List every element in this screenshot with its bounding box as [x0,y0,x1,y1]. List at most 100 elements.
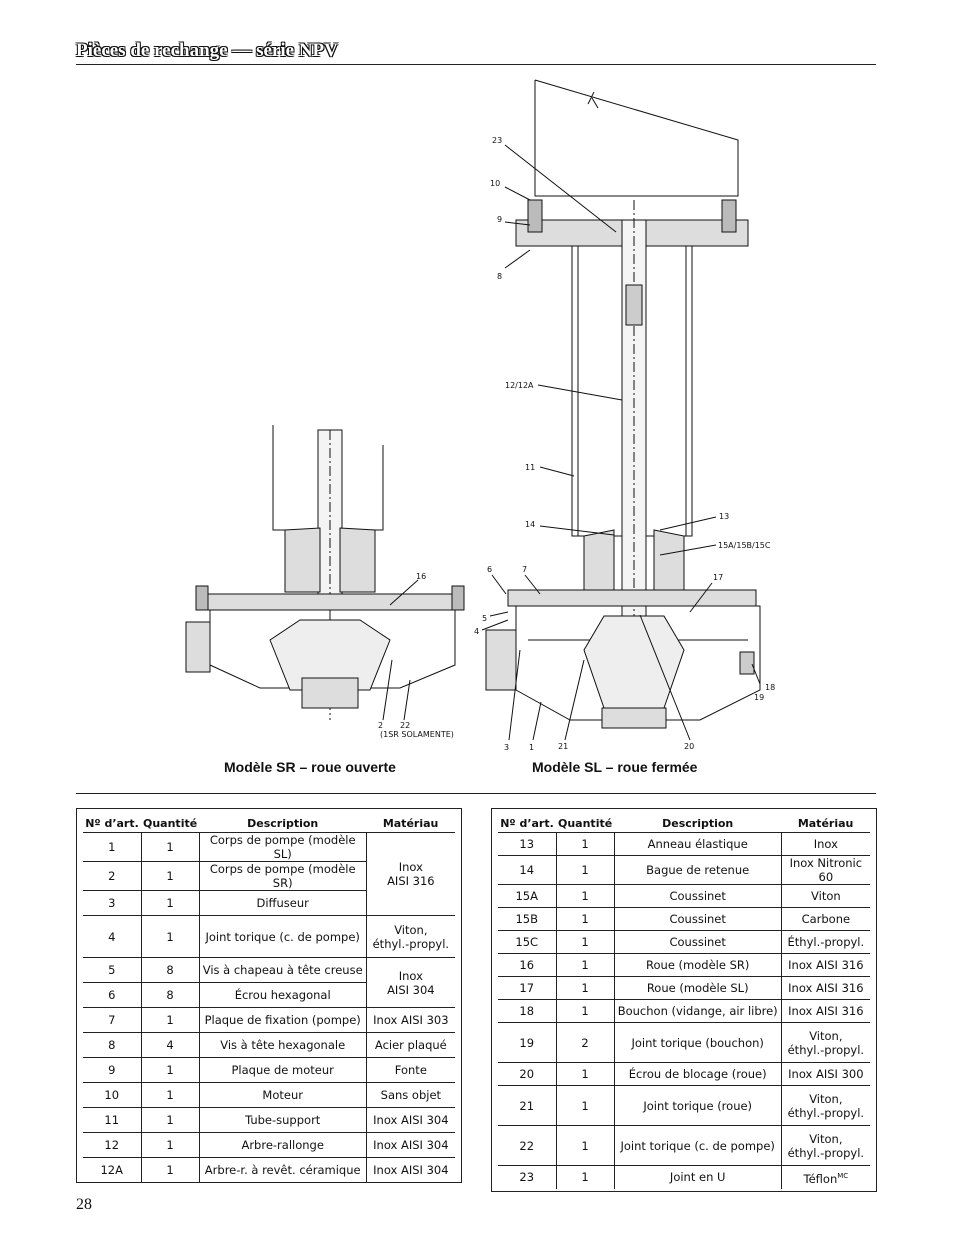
sl-bolt-right [721,199,737,233]
cell-no: 21 [498,1085,557,1126]
cell-no: 1 [83,832,142,862]
callout-6: 6 [487,565,492,574]
cell-qty: 1 [140,1057,200,1083]
callout-14: 14 [525,520,535,529]
table-row: 14 1 Bague de retenue Inox Nitronic 60 [498,855,870,885]
cell-desc: Plaque de moteur [198,1057,367,1083]
col-header-desc: Description [199,815,367,833]
cell-qty: 8 [140,982,200,1008]
cell-mat: Inox AISI 316 [780,953,870,977]
cell-no: 2 [83,861,142,891]
cell-no: 4 [83,915,142,958]
cell-qty: 1 [140,861,200,891]
cell-desc: Bague de retenue [613,855,782,885]
page-number: 28 [76,1196,92,1213]
cell-no: 11 [83,1107,142,1133]
caption-sr: Modèle SR – roue ouverte [224,759,396,775]
cell-desc: Roue (modèle SL) [613,976,782,1000]
parts-table-left: Nº d’art. Quantité Description Matériau … [83,815,455,1183]
table-row: 15B 1 Coussinet Carbone [498,907,870,931]
cell-no: 6 [83,982,142,1008]
callout-7: 7 [522,565,527,574]
callout-16: 16 [416,572,426,581]
cell-mat: Inox AISI 304 [365,1132,455,1158]
sl-motor-outline [534,79,739,197]
cell-mat: Inox AISI 303 [365,1007,455,1033]
table-row: 12 1 Arbre-rallonge Inox AISI 304 [83,1132,455,1158]
cell-no: 15C [498,930,557,954]
col-header-no: Nº d’art. [498,815,556,833]
header-rule [76,64,876,65]
cell-qty: 1 [140,890,200,916]
table-row: 12A 1 Arbre-r. à revêt. céramique Inox A… [83,1157,455,1183]
cell-qty: 4 [140,1032,200,1058]
cell-mat: Fonte [365,1057,455,1083]
callout-12: 12/12A [505,381,534,390]
table-row: 13 1 Anneau élastique Inox [498,832,870,856]
cell-desc: Arbre-rallonge [198,1132,367,1158]
cell-desc: Anneau élastique [613,832,782,856]
cell-desc: Écrou de blocage (roue) [613,1062,782,1086]
cell-desc: Joint torique (bouchon) [613,1022,782,1063]
cell-no: 7 [83,1007,142,1033]
cell-desc: Joint torique (roue) [613,1085,782,1126]
table-row: 5 8 Vis à chapeau à tête creuse Inox AIS… [83,957,455,1008]
cell-mat-line: éthyl.-propyl. [787,1145,865,1160]
cell-no: 23 [498,1165,557,1189]
table-row: 17 1 Roue (modèle SL) Inox AISI 316 [498,976,870,1000]
cell-mat-line: Inox [398,860,423,874]
cell-mat-line: Inox [398,968,423,983]
cell-qty: 1 [140,1107,200,1133]
cell-qty: 1 [555,953,615,977]
cell-no: 18 [498,999,557,1023]
cell-desc: Joint torique (c. de pompe) [198,915,367,958]
callout-9: 9 [497,215,502,224]
cell-qty: 1 [140,1132,200,1158]
sr-mounting-plate [199,593,463,611]
cell-no: 5 [83,957,142,983]
cell-no: 20 [498,1062,557,1086]
table-row: 19 2 Joint torique (bouchon) Viton, éthy… [498,1022,870,1063]
table-row: 20 1 Écrou de blocage (roue) Inox AISI 3… [498,1062,870,1086]
cell-mat: Inox AISI 304 [365,1157,455,1183]
callout-10: 10 [490,179,500,188]
cell-desc: Plaque de fixation (pompe) [198,1007,367,1033]
section-rule [76,793,876,794]
callout-3: 3 [504,743,509,752]
cell-mat-line: Viton, [809,1028,843,1043]
page-title: Pièces de rechange — série NPV [76,40,338,61]
cell-mat-line: AISI 316 [387,874,435,888]
cell-no: 22 [498,1125,557,1166]
callout-11: 11 [525,463,535,472]
cell-desc: Coussinet [613,930,782,954]
col-header-no: Nº d’art. [83,815,141,833]
cell-no: 9 [83,1057,142,1083]
cell-desc: Arbre-r. à revêt. céramique [198,1157,367,1183]
cell-qty: 1 [140,1007,200,1033]
table-row: 22 1 Joint torique (c. de pompe) Viton, … [498,1125,870,1166]
cell-mat: Inox AISI 304 [365,1107,455,1133]
cell-qty: 1 [555,1165,615,1189]
callout-15: 15A/15B/15C [718,541,771,550]
cell-qty: 1 [555,930,615,954]
cell-mat: Viton, éthyl.-propyl. [780,1022,870,1063]
cell-qty: 1 [555,884,615,908]
sr-inlet-port [185,621,211,673]
cell-no: 19 [498,1022,557,1063]
cell-no: 12A [83,1157,142,1183]
cell-mat: Inox AISI 316 [780,999,870,1023]
cell-desc: Diffuseur [198,890,367,916]
table-row: 9 1 Plaque de moteur Fonte [83,1057,455,1083]
cell-no: 8 [83,1032,142,1058]
cell-desc: Coussinet [613,907,782,931]
table-header-row: Nº d’art. Quantité Description Matériau [83,815,455,833]
sl-bolt-left [527,199,543,233]
callout-22: 22 [400,721,410,730]
parts-table-left-box: Nº d’art. Quantité Description Matériau … [76,808,462,1183]
table-row: 18 1 Bouchon (vidange, air libre) Inox A… [498,999,870,1023]
callout-5: 5 [482,614,487,623]
cell-mat: Inox [780,832,870,856]
callout-8: 8 [497,272,502,281]
cell-mat: Éthyl.-propyl. [780,930,870,954]
caption-sl: Modèle SL – roue fermée [532,759,698,775]
